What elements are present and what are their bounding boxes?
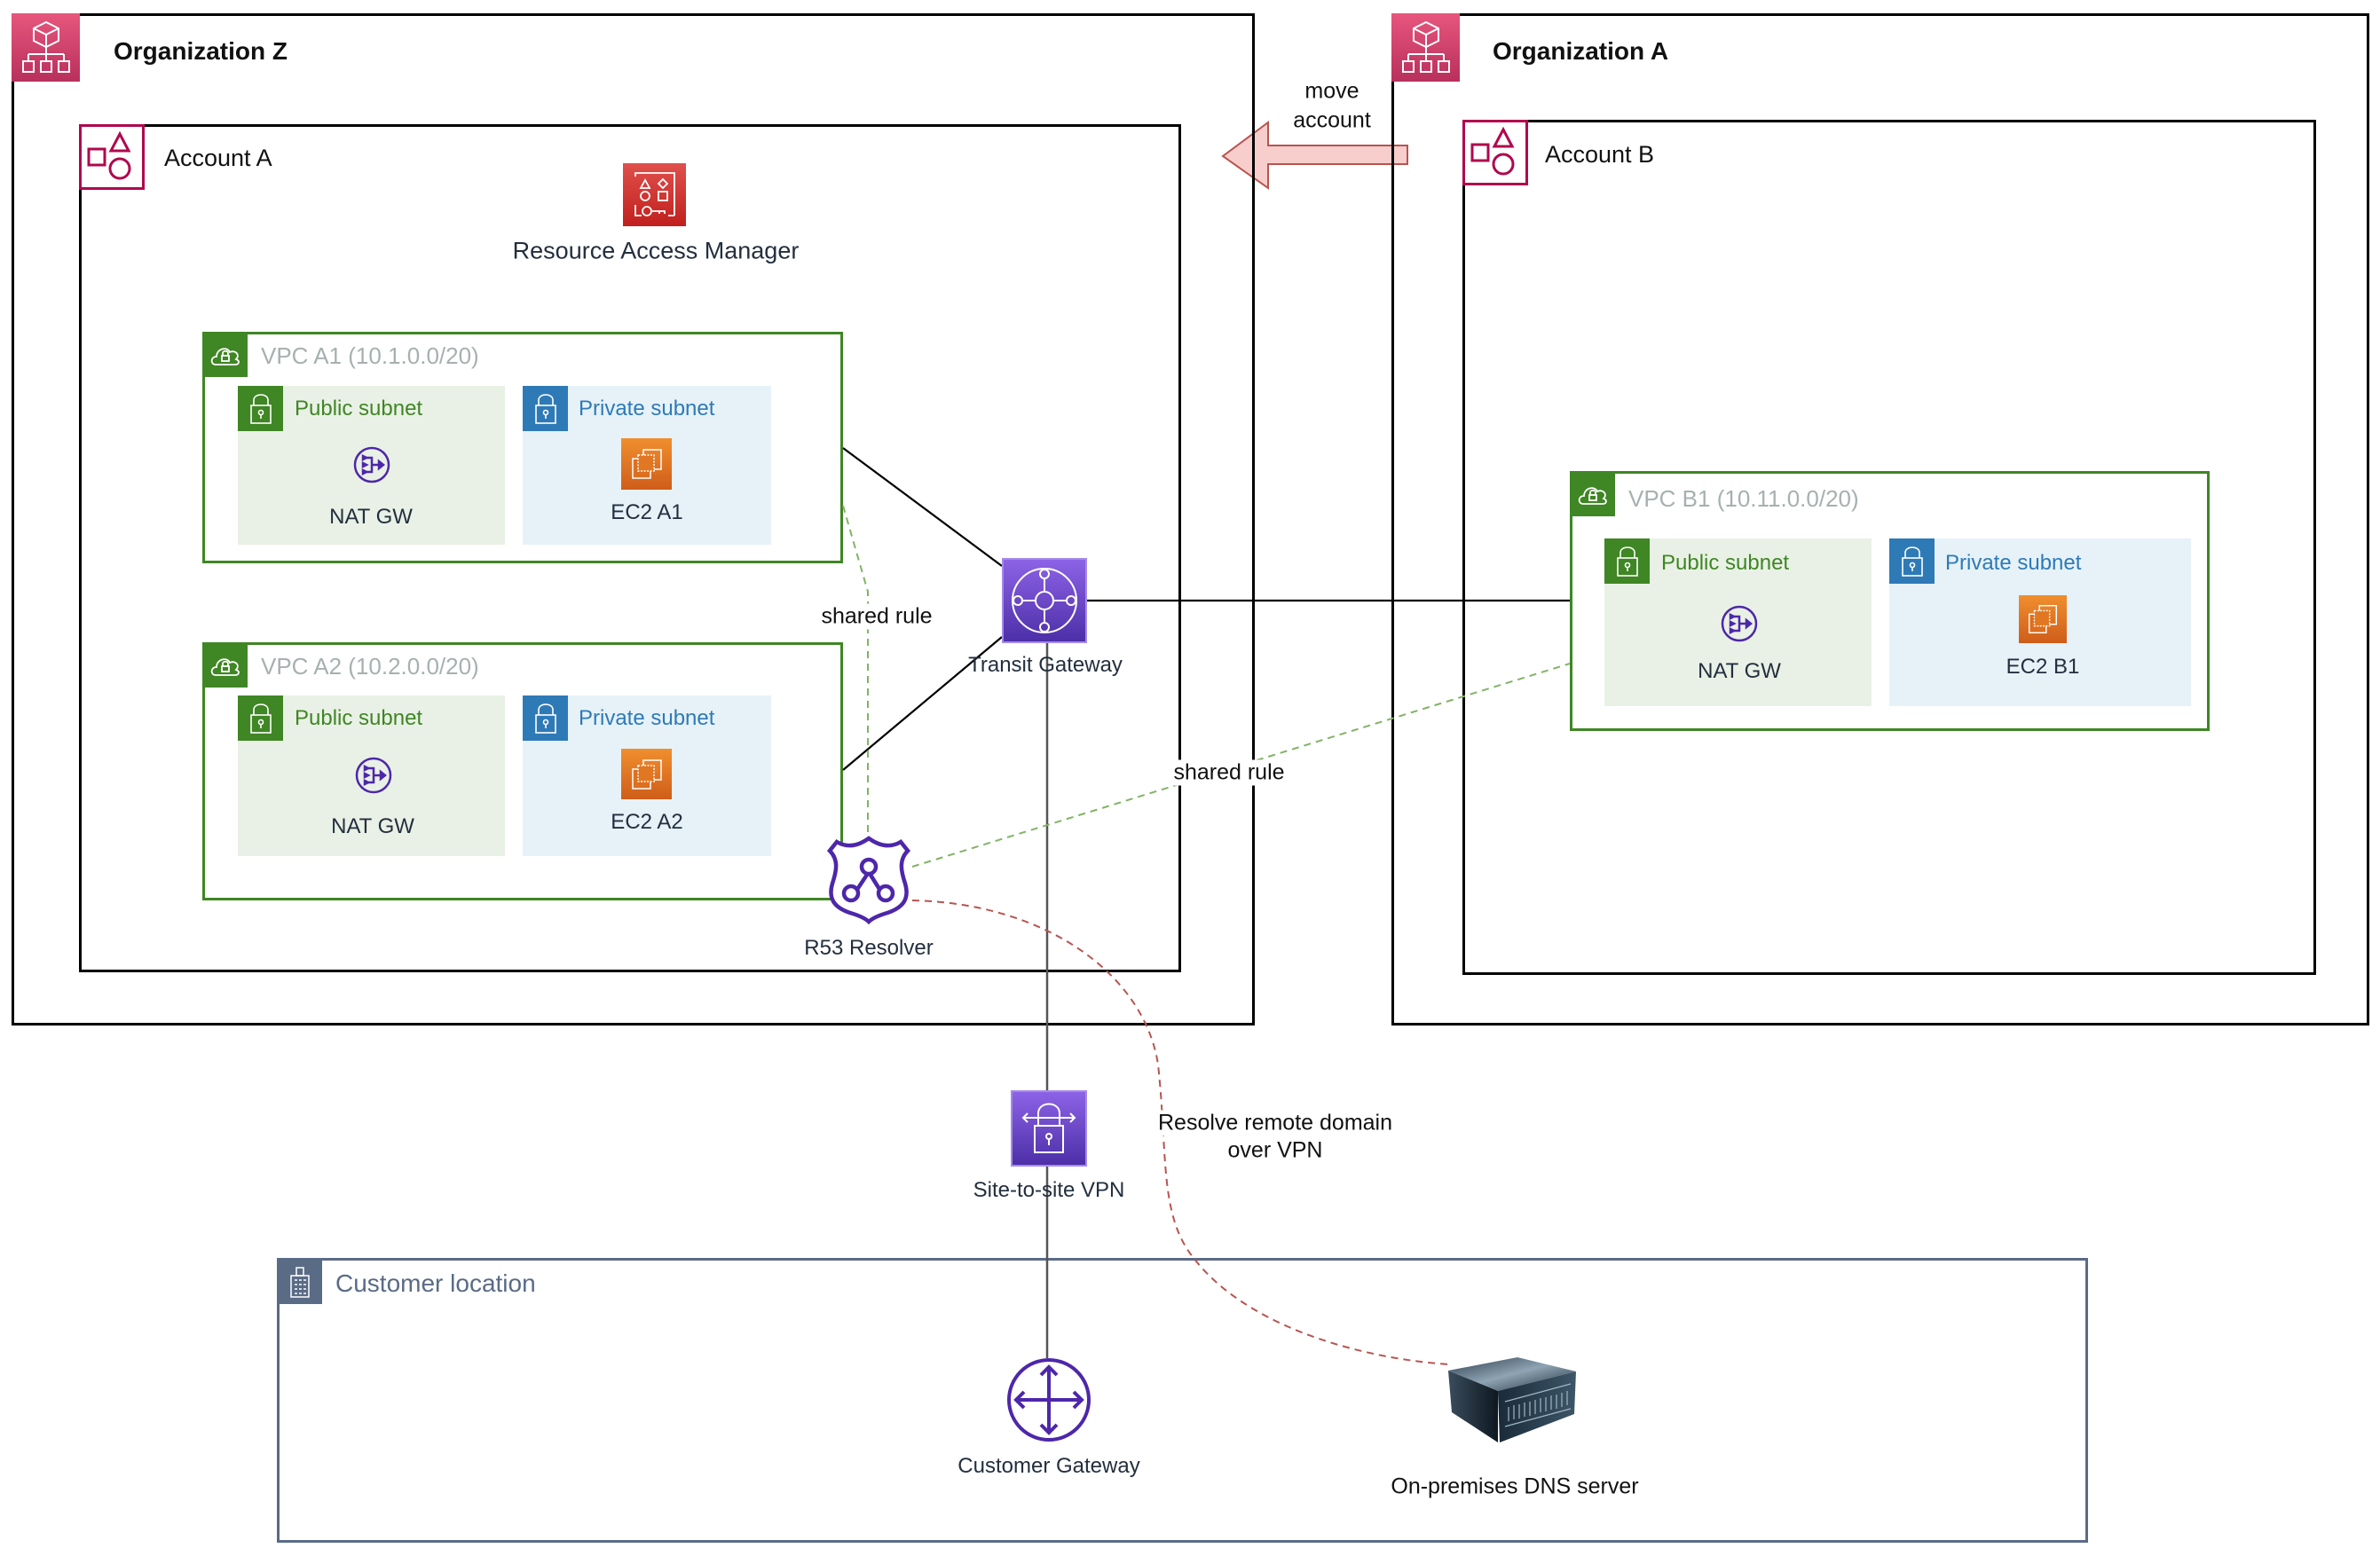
public-subnet-label: Public subnet bbox=[295, 397, 423, 420]
nat-gateway-label: NAT GW bbox=[1698, 659, 1781, 683]
organization-a-group: Organization A bbox=[1391, 13, 2369, 1026]
public-subnet-lock-icon bbox=[238, 695, 283, 741]
resolve-remote-domain-label-line2: over VPN bbox=[1227, 1137, 1323, 1164]
organization-z-group: Organization Z bbox=[12, 13, 1255, 1026]
organization-z-title: Organization Z bbox=[114, 37, 288, 65]
dns-server-icon[interactable] bbox=[1446, 1356, 1580, 1444]
vpc-b1-public-subnet: Public subnet NAT GW bbox=[1604, 538, 1872, 706]
account-b-group: Account B bbox=[1462, 120, 2316, 975]
account-icon bbox=[1462, 120, 1528, 185]
vpc-a2-public-subnet: Public subnet NAT GW bbox=[238, 695, 505, 856]
transit-gateway-icon[interactable] bbox=[1002, 558, 1087, 643]
account-a-group: Account A bbox=[79, 124, 1181, 972]
customer-location-title: Customer location bbox=[335, 1269, 536, 1297]
nat-gateway-label: NAT GW bbox=[331, 814, 414, 838]
dns-server-label: On-premises DNS server bbox=[1391, 1473, 1639, 1499]
vpc-a1-public-subnet: Public subnet NAT GW bbox=[238, 386, 505, 545]
resource-access-manager-label: Resource Access Manager bbox=[512, 237, 800, 264]
private-subnet-label: Private subnet bbox=[579, 706, 715, 730]
ec2-instance-icon[interactable] bbox=[621, 438, 672, 490]
ec2-instance-icon[interactable] bbox=[2019, 595, 2067, 643]
ec2-instance-icon[interactable] bbox=[621, 749, 672, 799]
public-subnet-label: Public subnet bbox=[1661, 551, 1790, 575]
move-account-label-line2: account bbox=[1293, 107, 1371, 133]
transit-gateway-label: Transit Gateway bbox=[968, 653, 1123, 677]
ec2-label: EC2 A1 bbox=[611, 500, 683, 524]
vpc-a1-private-subnet: Private subnet EC2 A1 bbox=[523, 386, 771, 545]
route53-resolver-icon[interactable] bbox=[824, 835, 914, 925]
shared-rule-label: shared rule bbox=[1173, 759, 1285, 786]
private-subnet-lock-icon bbox=[523, 695, 568, 741]
private-subnet-label: Private subnet bbox=[1945, 551, 2082, 575]
private-subnet-lock-icon bbox=[1889, 538, 1935, 584]
site-to-site-vpn-label: Site-to-site VPN bbox=[973, 1178, 1125, 1202]
private-subnet-label: Private subnet bbox=[579, 397, 715, 420]
organizations-icon bbox=[1391, 13, 1460, 82]
public-subnet-lock-icon bbox=[238, 386, 283, 431]
private-subnet-lock-icon bbox=[523, 386, 568, 431]
nat-gateway-label: NAT GW bbox=[329, 505, 413, 529]
account-a-title: Account A bbox=[164, 145, 272, 171]
vpc-cloud-icon bbox=[203, 643, 248, 688]
vpc-b1-private-subnet: Private subnet EC2 B1 bbox=[1889, 538, 2191, 706]
move-account-arrow bbox=[1221, 121, 1408, 190]
account-b-title: Account B bbox=[1545, 141, 1655, 168]
public-subnet-label: Public subnet bbox=[295, 706, 423, 730]
vpc-a2-private-subnet: Private subnet EC2 A2 bbox=[523, 695, 771, 856]
ec2-label: EC2 B1 bbox=[2006, 655, 2080, 679]
nat-gateway-icon[interactable] bbox=[352, 445, 391, 484]
organization-a-title: Organization A bbox=[1493, 37, 1669, 65]
vpc-a1: VPC A1 (10.1.0.0/20) bbox=[202, 332, 843, 563]
nat-gateway-icon[interactable] bbox=[1720, 604, 1759, 643]
customer-gateway-label: Customer Gateway bbox=[958, 1454, 1140, 1478]
shared-rule-label: shared rule bbox=[821, 603, 933, 630]
vpc-a1-title: VPC A1 (10.1.0.0/20) bbox=[261, 342, 479, 369]
vpc-b1: VPC B1 (10.11.0.0/20) bbox=[1570, 471, 2210, 731]
ec2-label: EC2 A2 bbox=[611, 810, 683, 834]
vpc-a2: VPC A2 (10.2.0.0/20) bbox=[202, 642, 843, 900]
account-icon bbox=[79, 124, 145, 190]
organizations-icon bbox=[12, 13, 80, 82]
building-icon bbox=[278, 1259, 322, 1304]
route53-resolver-label: R53 Resolver bbox=[804, 936, 934, 960]
vpc-cloud-icon bbox=[1571, 472, 1615, 516]
resource-access-manager-icon[interactable] bbox=[623, 163, 686, 226]
vpc-cloud-icon bbox=[203, 333, 248, 377]
public-subnet-lock-icon bbox=[1604, 538, 1650, 584]
customer-location-group: Customer location bbox=[277, 1258, 2088, 1543]
resolve-remote-domain-label-line1: Resolve remote domain bbox=[1157, 1110, 1393, 1136]
site-to-site-vpn-icon[interactable] bbox=[1011, 1090, 1087, 1167]
vpc-b1-title: VPC B1 (10.11.0.0/20) bbox=[1628, 485, 1859, 512]
customer-gateway-icon[interactable] bbox=[1005, 1356, 1092, 1443]
move-account-label-line1: move bbox=[1304, 78, 1359, 104]
vpc-a2-title: VPC A2 (10.2.0.0/20) bbox=[261, 653, 479, 680]
nat-gateway-icon[interactable] bbox=[354, 756, 393, 795]
